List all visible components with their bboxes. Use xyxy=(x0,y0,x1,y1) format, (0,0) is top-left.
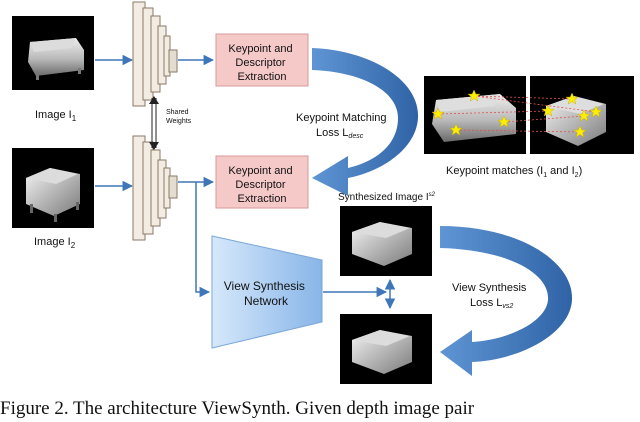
shared-weights-connector xyxy=(149,96,159,150)
view-synthesis-loss-arrow xyxy=(440,226,573,376)
extraction-box-bottom xyxy=(215,155,309,209)
view-synthesis-network-label: View Synthesis Network xyxy=(224,279,309,308)
view-synthesis-network xyxy=(211,235,323,349)
keypoint-matching-loss-label: Keypoint Matching Loss Ldesc xyxy=(296,112,390,140)
encoder-bottom xyxy=(132,135,178,241)
arrow-to-view-synthesis-network xyxy=(195,182,211,298)
keypoint-matching-loss-arrow xyxy=(312,48,419,196)
architecture-diagram: Image I1 Image I2 Sha xyxy=(12,1,634,384)
figure-caption: Figure 2. The architecture ViewSynth. Gi… xyxy=(0,398,475,419)
input-image-1 xyxy=(12,16,94,90)
keypoint-matches-image-right xyxy=(530,76,634,154)
extraction-box-top-label: Keypoint and Descriptor Extraction xyxy=(228,43,295,83)
extraction-box-bottom-label: Keypoint and Descriptor Extraction xyxy=(228,165,295,205)
synthesized-image-label: Synthesized Image Is2 xyxy=(338,192,436,203)
view-synthesis-loss-label: View Synthesis Loss Lvs2 xyxy=(452,282,529,310)
synthesized-image xyxy=(340,206,432,276)
target-image xyxy=(340,314,432,384)
input-image-2 xyxy=(12,148,94,228)
image-1-label: Image I1 xyxy=(35,109,77,123)
image-2-label: Image I2 xyxy=(34,236,76,250)
keypoint-matches-label: Keypoint matches (I1 and I2) xyxy=(446,165,582,179)
encoder-top xyxy=(132,1,178,107)
extraction-box-top xyxy=(215,33,309,87)
keypoint-stars xyxy=(431,89,603,138)
keypoint-match-lines xyxy=(437,95,597,133)
shared-weights-label: Shared Weights xyxy=(166,109,192,125)
